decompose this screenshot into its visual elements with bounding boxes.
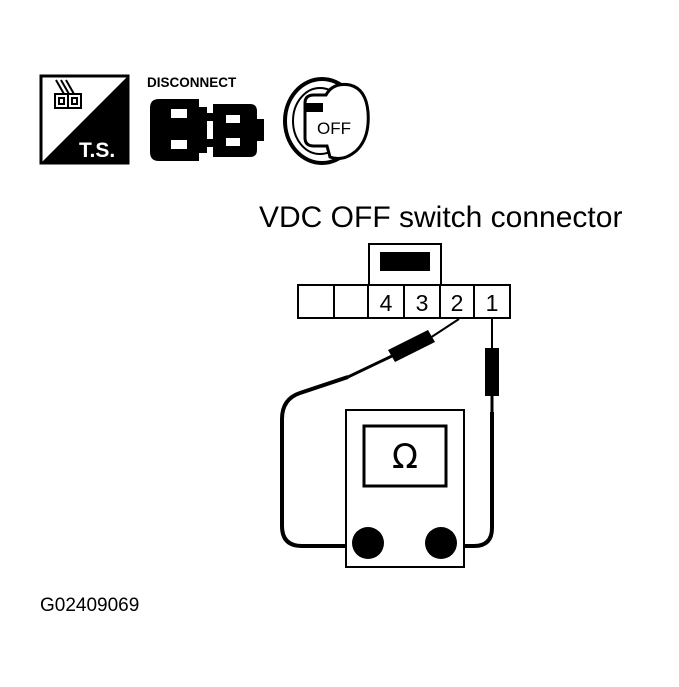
- meter-display: [362, 424, 448, 488]
- pin-label: 4: [380, 290, 393, 316]
- connector: 4 3 2 1: [297, 243, 511, 319]
- lead-wire-left: [280, 375, 368, 548]
- ts-label: T.S.: [79, 139, 115, 162]
- disconnect-label: DISCONNECT: [147, 75, 237, 90]
- pin-label: 2: [451, 290, 464, 316]
- ohmmeter: Ω: [345, 409, 465, 568]
- meter-terminal-right: [425, 527, 457, 559]
- pin-label: 3: [416, 290, 429, 316]
- ohm-symbol: Ω: [392, 437, 418, 477]
- figure-code: G02409069: [40, 595, 139, 616]
- meter-terminal-left: [352, 527, 384, 559]
- disconnect-icon: DISCONNECT: [147, 75, 264, 161]
- connector-title: VDC OFF switch connector: [259, 201, 622, 234]
- probe-terminal-2: [347, 318, 460, 379]
- ignition-label: OFF: [317, 119, 351, 138]
- pin-label: 1: [486, 290, 499, 316]
- connector-lock-tab: [380, 252, 430, 271]
- ts-icon: T.S.: [39, 74, 130, 165]
- ignition-off-icon: OFF: [283, 77, 370, 165]
- lead-wire-right: [441, 412, 494, 548]
- probe-terminal-1: [485, 319, 499, 412]
